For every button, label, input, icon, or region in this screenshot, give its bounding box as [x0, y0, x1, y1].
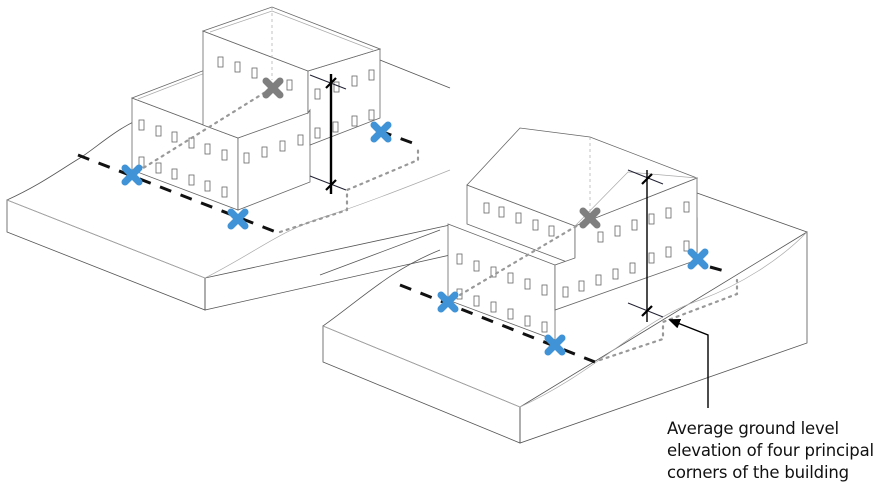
right-corner-marker-3: [691, 252, 705, 266]
caption-line-3: corners of the building: [667, 463, 849, 482]
left-corner-marker-hidden: [266, 81, 280, 95]
right-building-windows: [456, 201, 690, 333]
caption-line-1: Average ground level: [667, 419, 839, 438]
annotation-caption: Average ground level elevation of four p…: [667, 418, 874, 484]
right-corner-marker-2: [548, 338, 562, 352]
left-ground-dotted: [278, 145, 420, 234]
left-corner-marker-2: [231, 212, 245, 226]
right-building: [447, 127, 699, 341]
left-building-windows: [138, 56, 375, 198]
right-terrain: [319, 192, 808, 444]
left-terrain: [6, 59, 451, 311]
right-corner-marker-hidden: [583, 211, 597, 225]
left-corner-marker-1: [125, 168, 139, 182]
left-corner-marker-3: [374, 125, 388, 139]
right-ground-dotted: [598, 278, 739, 362]
right-diagonal-dotted: [446, 216, 592, 304]
annotation-leader-arrow: [668, 319, 709, 408]
right-ground-line-back: [709, 265, 729, 274]
left-building: [130, 6, 382, 211]
right-height-dimension: [627, 169, 664, 322]
right-corner-marker-1: [441, 295, 455, 309]
left-height-dimension: [309, 74, 347, 194]
left-diagonal-dotted: [130, 86, 274, 177]
caption-line-2: elevation of four principal: [667, 441, 874, 460]
